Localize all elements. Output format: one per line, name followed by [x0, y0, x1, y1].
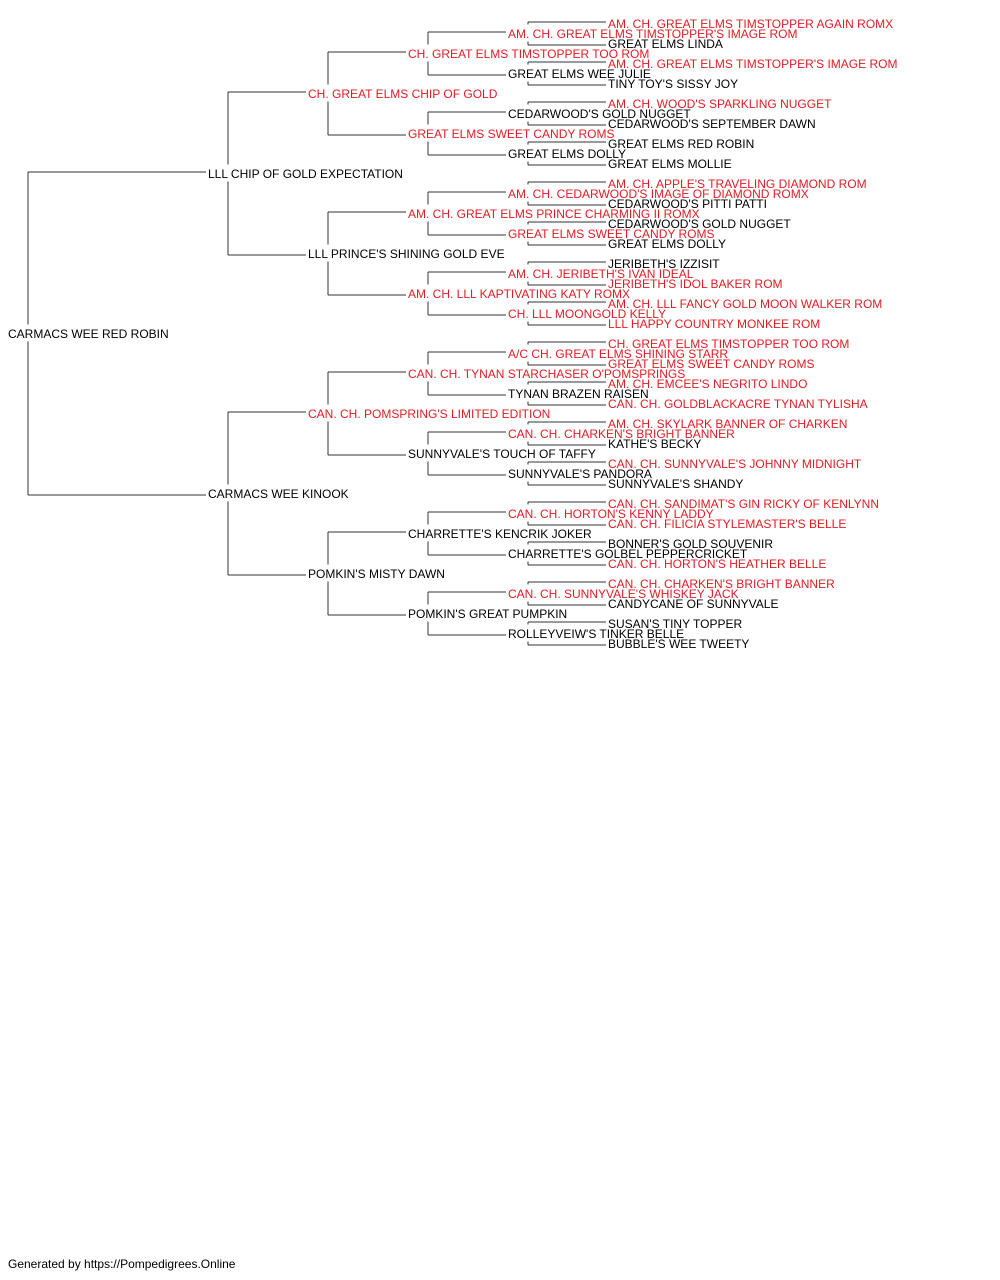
ancestor-name[interactable]: CEDARWOOD'S PITTI PATTI: [608, 197, 767, 211]
ancestor-name[interactable]: POMKIN'S MISTY DAWN: [308, 567, 445, 581]
ancestor-name[interactable]: CHARRETTE'S KENCRIK JOKER: [408, 527, 592, 541]
ancestor-name[interactable]: AM. CH. LLL FANCY GOLD MOON WALKER ROM: [608, 297, 882, 311]
ancestor-name[interactable]: AM. CH. EMCEE'S NEGRITO LINDO: [608, 377, 807, 391]
ancestor-name[interactable]: JERIBETH'S IDOL BAKER ROM: [608, 277, 783, 291]
ancestor-name[interactable]: AM. CH. LLL KAPTIVATING KATY ROMX: [408, 287, 630, 301]
ancestor-name[interactable]: AM. CH. SKYLARK BANNER OF CHARKEN: [608, 417, 847, 431]
ancestor-name[interactable]: AM. CH. GREAT ELMS TIMSTOPPER'S IMAGE RO…: [508, 27, 797, 41]
ancestor-name[interactable]: BONNER'S GOLD SOUVENIR: [608, 537, 773, 551]
ancestor-name[interactable]: CH. GREAT ELMS CHIP OF GOLD: [308, 87, 498, 101]
ancestor-name[interactable]: CEDARWOOD'S GOLD NUGGET: [508, 107, 691, 121]
ancestor-name[interactable]: CARMACS WEE RED ROBIN: [8, 327, 169, 341]
ancestor-name[interactable]: CAN. CH. TYNAN STARCHASER O'POMSPRINGS: [408, 367, 685, 381]
ancestor-name[interactable]: CAN. CH. FILICIA STYLEMASTER'S BELLE: [608, 517, 846, 531]
ancestor-name[interactable]: A/C CH. GREAT ELMS SHINING STARR: [508, 347, 728, 361]
ancestor-name[interactable]: CH. LLL MOONGOLD KELLY: [508, 307, 666, 321]
ancestor-name[interactable]: JERIBETH'S IZZISIT: [608, 257, 720, 271]
ancestor-name[interactable]: LLL CHIP OF GOLD EXPECTATION: [208, 167, 403, 181]
ancestor-name[interactable]: GREAT ELMS RED ROBIN: [608, 137, 754, 151]
ancestor-name[interactable]: AM. CH. GREAT ELMS TIMSTOPPER AGAIN ROMX: [608, 17, 893, 31]
ancestor-name[interactable]: CAN. CH. CHARKEN'S BRIGHT BANNER: [608, 577, 835, 591]
generated-by-footer: Generated by https://Pompedigrees.Online: [8, 1257, 236, 1271]
ancestor-name[interactable]: CH. GREAT ELMS TIMSTOPPER TOO ROM: [608, 337, 849, 351]
ancestor-name[interactable]: LLL PRINCE'S SHINING GOLD EVE: [308, 247, 505, 261]
ancestor-name[interactable]: KATHE'S BECKY: [608, 437, 701, 451]
ancestor-name[interactable]: CEDARWOOD'S SEPTEMBER DAWN: [608, 117, 816, 131]
ancestor-name[interactable]: BUBBLE'S WEE TWEETY: [608, 637, 749, 651]
ancestor-name[interactable]: TYNAN BRAZEN RAISEN: [508, 387, 649, 401]
ancestor-name[interactable]: SUNNYVALE'S SHANDY: [608, 477, 743, 491]
ancestor-name[interactable]: CEDARWOOD'S GOLD NUGGET: [608, 217, 791, 231]
ancestor-name[interactable]: SUNNYVALE'S PANDORA: [508, 467, 652, 481]
ancestor-name[interactable]: SUSAN'S TINY TOPPER: [608, 617, 742, 631]
ancestor-name[interactable]: ROLLEYVEIW'S TINKER BELLE: [508, 627, 684, 641]
ancestor-name[interactable]: CAN. CH. GOLDBLACKACRE TYNAN TYLISHA: [608, 397, 868, 411]
ancestor-name[interactable]: AM. CH. GREAT ELMS TIMSTOPPER'S IMAGE RO…: [608, 57, 897, 71]
ancestor-name[interactable]: POMKIN'S GREAT PUMPKIN: [408, 607, 567, 621]
ancestor-name[interactable]: AM. CH. APPLE'S TRAVELING DIAMOND ROM: [608, 177, 867, 191]
ancestor-name[interactable]: CAN. CH. SUNNYVALE'S JOHNNY MIDNIGHT: [608, 457, 862, 471]
ancestor-name[interactable]: AM. CH. WOOD'S SPARKLING NUGGET: [608, 97, 832, 111]
ancestor-name[interactable]: CH. GREAT ELMS TIMSTOPPER TOO ROM: [408, 47, 649, 61]
ancestor-name[interactable]: CAN. CH. HORTON'S KENNY LADDY: [508, 507, 714, 521]
ancestor-name[interactable]: CAN. CH. POMSPRING'S LIMITED EDITION: [308, 407, 550, 421]
ancestor-name[interactable]: GREAT ELMS DOLLY: [608, 237, 726, 251]
ancestor-name[interactable]: CAN. CH. SANDIMAT'S GIN RICKY OF KENLYNN: [608, 497, 879, 511]
ancestor-name[interactable]: AM. CH. GREAT ELMS PRINCE CHARMING II RO…: [408, 207, 700, 221]
ancestor-name[interactable]: LLL HAPPY COUNTRY MONKEE ROM: [608, 317, 820, 331]
ancestor-name[interactable]: SUNNYVALE'S TOUCH OF TAFFY: [408, 447, 596, 461]
ancestor-name[interactable]: GREAT ELMS DOLLY: [508, 147, 626, 161]
ancestor-name[interactable]: GREAT ELMS MOLLIE: [608, 157, 732, 171]
ancestor-name[interactable]: GREAT ELMS WEE JULIE: [508, 67, 651, 81]
ancestor-name[interactable]: CANDYCANE OF SUNNYVALE: [608, 597, 778, 611]
ancestor-name[interactable]: CARMACS WEE KINOOK: [208, 487, 349, 501]
ancestor-name[interactable]: GREAT ELMS SWEET CANDY ROMS: [408, 127, 614, 141]
ancestor-name[interactable]: TINY TOY'S SISSY JOY: [608, 77, 738, 91]
ancestor-name[interactable]: GREAT ELMS SWEET CANDY ROMS: [508, 227, 714, 241]
ancestor-name[interactable]: CAN. CH. SUNNYVALE'S WHISKEY JACK: [508, 587, 739, 601]
ancestor-name[interactable]: GREAT ELMS LINDA: [608, 37, 723, 51]
ancestor-name[interactable]: CAN. CH. HORTON'S HEATHER BELLE: [608, 557, 826, 571]
ancestor-name[interactable]: CHARRETTE'S GOLBEL PEPPERCRICKET: [508, 547, 748, 561]
ancestor-name[interactable]: AM. CH. JERIBETH'S IVAN IDEAL: [508, 267, 694, 281]
ancestor-name[interactable]: AM. CH. CEDARWOOD'S IMAGE OF DIAMOND ROM…: [508, 187, 809, 201]
ancestor-name[interactable]: CAN. CH. CHARKEN'S BRIGHT BANNER: [508, 427, 735, 441]
ancestor-name[interactable]: GREAT ELMS SWEET CANDY ROMS: [608, 357, 814, 371]
